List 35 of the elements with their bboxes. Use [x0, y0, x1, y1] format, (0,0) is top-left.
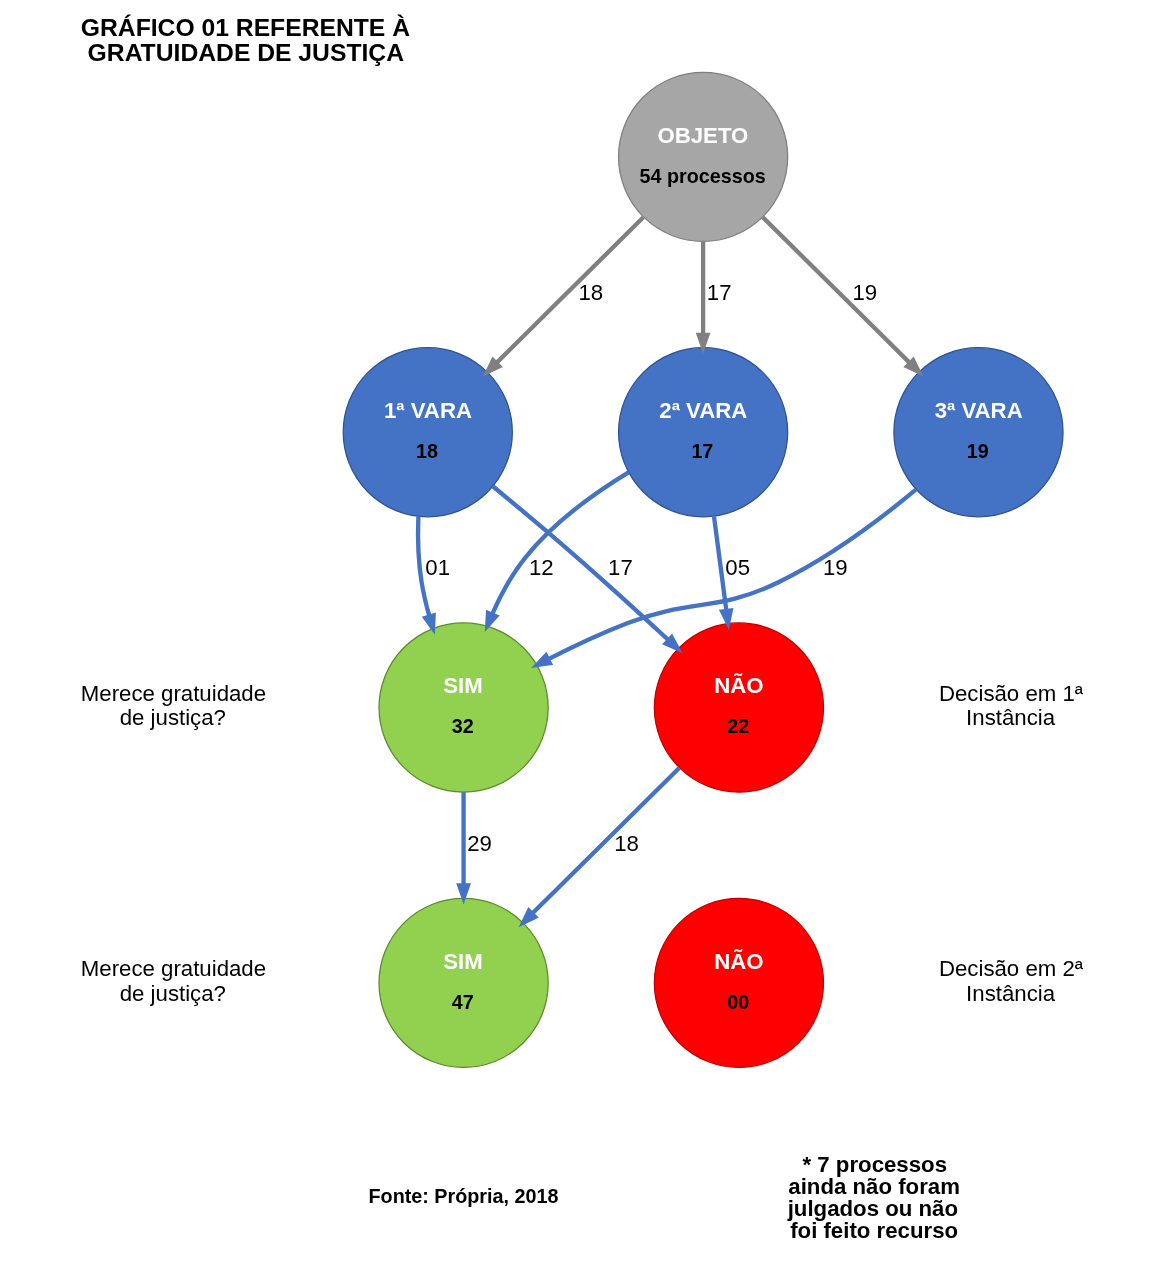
- edge-label: 12: [529, 555, 554, 581]
- arrow: [456, 792, 471, 905]
- arrow: [711, 516, 734, 630]
- edge-label: 19: [822, 555, 848, 581]
- edge-label: 17: [608, 555, 633, 581]
- edge-label: 18: [578, 279, 604, 305]
- label: Merece gratuidade de justiça?: [80, 680, 267, 731]
- arrow: [695, 241, 711, 354]
- node-circle: NÃO 22: [653, 622, 825, 793]
- label: Decisão em 1ª Instância: [938, 680, 1084, 731]
- node-circle: 3ª VARA 19: [893, 347, 1064, 518]
- edge-label: 18: [614, 830, 639, 856]
- node-circle: SIM 47: [378, 897, 549, 1069]
- label: Merece gratuidade de justiça?: [80, 955, 267, 1006]
- edge-label: 05: [725, 555, 751, 581]
- node-circle: NÃO 00: [653, 897, 825, 1069]
- arrow: [518, 766, 681, 928]
- edge-label: 19: [852, 279, 878, 305]
- label: * 7 processos ainda não foram julgados ou não foi feito recurso: [787, 1151, 960, 1244]
- diagram-title: GRÁFICO 01 REFERENTE À GRATUIDADE DE JUSTIÇA: [80, 14, 411, 67]
- arrow: [482, 215, 645, 377]
- node-circle: SIM 32: [378, 622, 549, 793]
- arrow: [531, 488, 918, 669]
- caption: Fonte: Própria, 2018: [368, 1185, 559, 1208]
- arrow: [761, 215, 924, 377]
- node-circle: OBJETO 54 processos: [617, 71, 789, 243]
- arrow: [415, 516, 436, 635]
- arrow: [491, 484, 683, 654]
- edge-label: 01: [425, 555, 451, 581]
- edge-label: 17: [706, 279, 732, 305]
- edge-label: 29: [467, 830, 492, 856]
- label: Decisão em 2ª Instância: [938, 955, 1084, 1006]
- arrow: [484, 470, 630, 633]
- node-circle: 2ª VARA 17: [617, 347, 789, 518]
- node-circle: 1ª VARA 18: [342, 347, 513, 518]
